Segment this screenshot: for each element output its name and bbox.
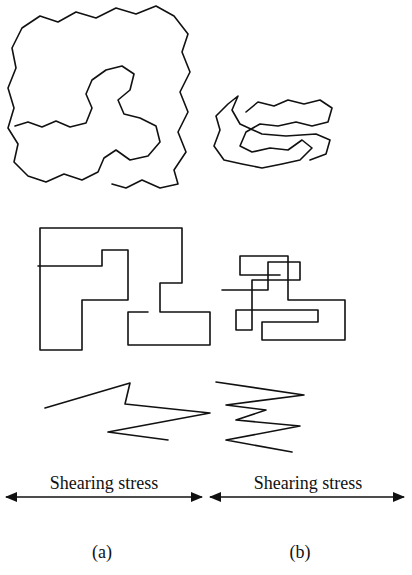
zigzag-chain-extended [45,383,210,440]
zigzag-chain-compact [216,382,304,452]
lattice-chain-extended [38,228,210,350]
force-label: Shearing stress [254,474,362,494]
shear-arrow [210,496,404,497]
panel-label: (b) [290,543,311,563]
lattice-chain-compact [222,256,345,340]
random-coil-compact [214,96,332,168]
shear-arrow [6,496,202,497]
force-label: Shearing stress [50,474,158,494]
panel-label: (a) [92,543,112,563]
random-coil-extended [8,6,190,188]
